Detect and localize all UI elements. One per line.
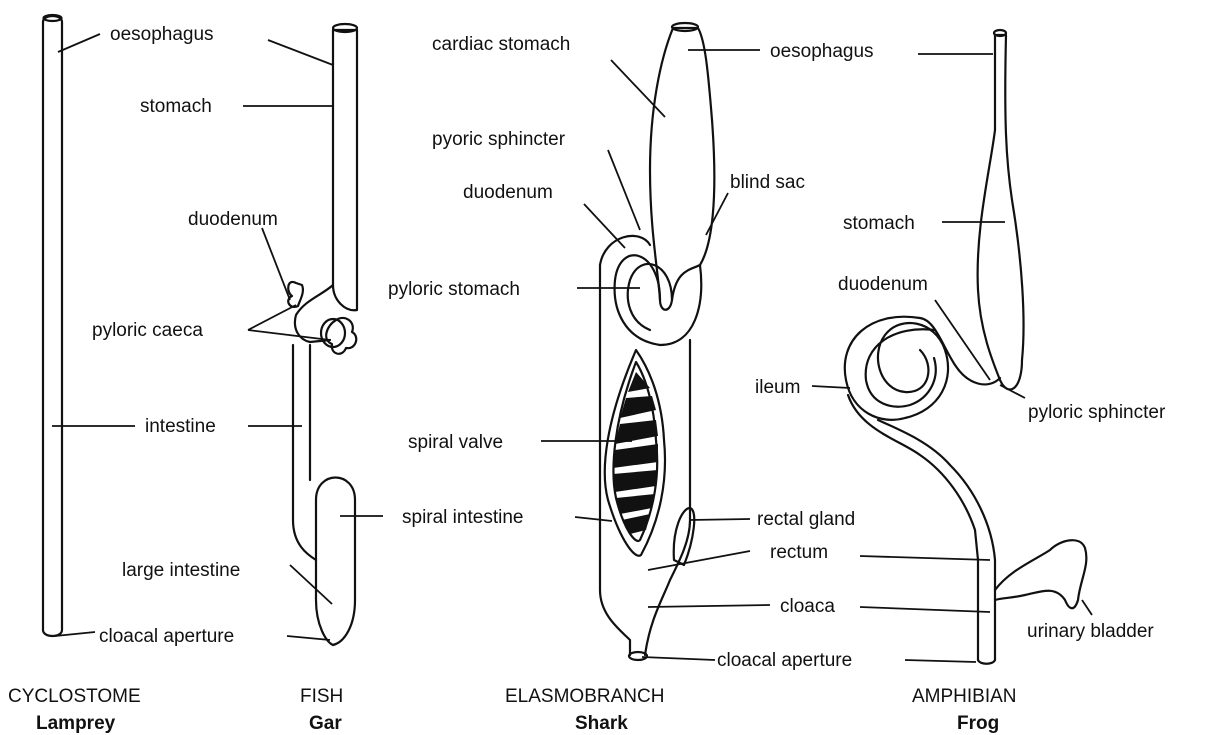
label-frog-ileum: ileum (755, 377, 800, 398)
label-shark-rectum: rectum (770, 542, 828, 563)
label-gar-cloacal-aperture: cloacal aperture (99, 626, 234, 647)
frog-ileum-descending (848, 395, 978, 660)
label-shark-pyloric-stomach: pyloric stomach (388, 279, 520, 300)
label-shark-pyoric-sphincter: pyoric sphincter (432, 129, 566, 150)
lamprey-digestive-tract (43, 15, 62, 636)
caption-fish: FISH (300, 686, 343, 707)
caption-lamprey: Lamprey (36, 713, 116, 734)
frog-cloaca (978, 660, 995, 664)
shark-cloacal-opening (629, 652, 647, 660)
label-frog-stomach: stomach (843, 213, 915, 234)
label-shark-blind-sac: blind sac (730, 172, 805, 193)
label-gar-stomach: stomach (140, 96, 212, 117)
label-gar-pyloric-caeca: pyloric caeca (92, 320, 203, 341)
label-shark-spiral-valve: spiral valve (408, 432, 503, 453)
frog-digestive-tract (845, 30, 1087, 664)
animal-captions: CYCLOSTOME Lamprey FISH Gar ELASMOBRANCH… (8, 686, 1017, 734)
gar-pyloric-caeca-upper (288, 282, 303, 307)
frog-ileum-outer (845, 317, 948, 420)
label-frog-oesophagus: oesophagus (770, 41, 874, 62)
caption-cyclostome: CYCLOSTOME (8, 686, 141, 707)
frog-ileum-inner (866, 329, 936, 406)
caption-elasmobranch: ELASMOBRANCH (505, 686, 664, 707)
gar-spiral-intestine (316, 478, 355, 646)
label-frog-duodenum: duodenum (838, 274, 928, 295)
frog-urinary-bladder (995, 540, 1086, 608)
caption-amphibian: AMPHIBIAN (912, 686, 1017, 707)
label-shark-cardiac-stomach: cardiac stomach (432, 34, 570, 55)
frog-oesophagus-opening (994, 30, 1006, 36)
label-shark-cloaca: cloaca (780, 596, 835, 617)
frog-duodenum (920, 318, 1000, 384)
caption-gar: Gar (309, 713, 342, 734)
shark-duodenum-outer (600, 236, 650, 265)
gar-stomach-tube (333, 30, 357, 310)
shark-digestive-tract (600, 23, 714, 660)
label-frog-urinary-bladder: urinary bladder (1027, 621, 1154, 642)
caption-frog: Frog (957, 713, 999, 734)
label-shark-cloacal-aperture: cloacal aperture (717, 650, 852, 671)
caption-shark: Shark (575, 713, 628, 734)
label-gar-spiral-intestine: spiral intestine (402, 507, 523, 528)
gar-digestive-tract (288, 24, 357, 645)
label-shark-rectal-gland: rectal gland (757, 509, 855, 530)
shark-duodenum (628, 264, 672, 330)
shark-rectal-gland (674, 508, 695, 565)
label-gar-intestine: intestine (145, 416, 216, 437)
label-gar-duodenum: duodenum (188, 209, 278, 230)
lamprey-gut-tube (43, 16, 62, 636)
label-frog-pyloric-sphincter: pyloric sphincter (1028, 402, 1166, 423)
label-lamprey-oesophagus: oesophagus (110, 24, 214, 45)
label-gar-large-intestine: large intestine (122, 560, 240, 581)
frog-stomach (978, 35, 1024, 390)
label-shark-duodenum: duodenum (463, 182, 553, 203)
